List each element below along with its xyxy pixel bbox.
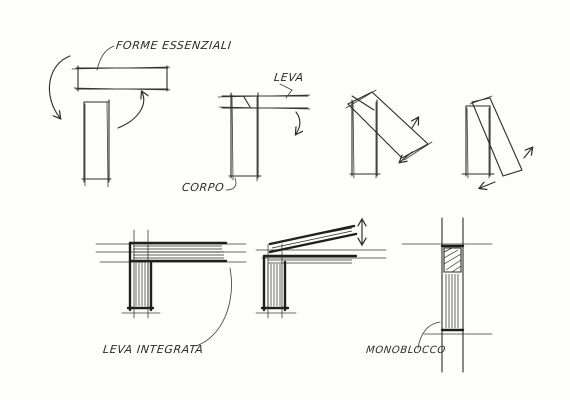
sketch-monoblock (401, 217, 493, 373)
sketch-basic-shapes (48, 45, 171, 188)
sketch-lever-body (217, 83, 311, 191)
sketch-lever-lifted (255, 220, 387, 319)
sketch-lever-vertical (461, 95, 532, 188)
sketch-lever-rotated (345, 89, 433, 179)
sketch-integrated-lever (95, 229, 247, 347)
